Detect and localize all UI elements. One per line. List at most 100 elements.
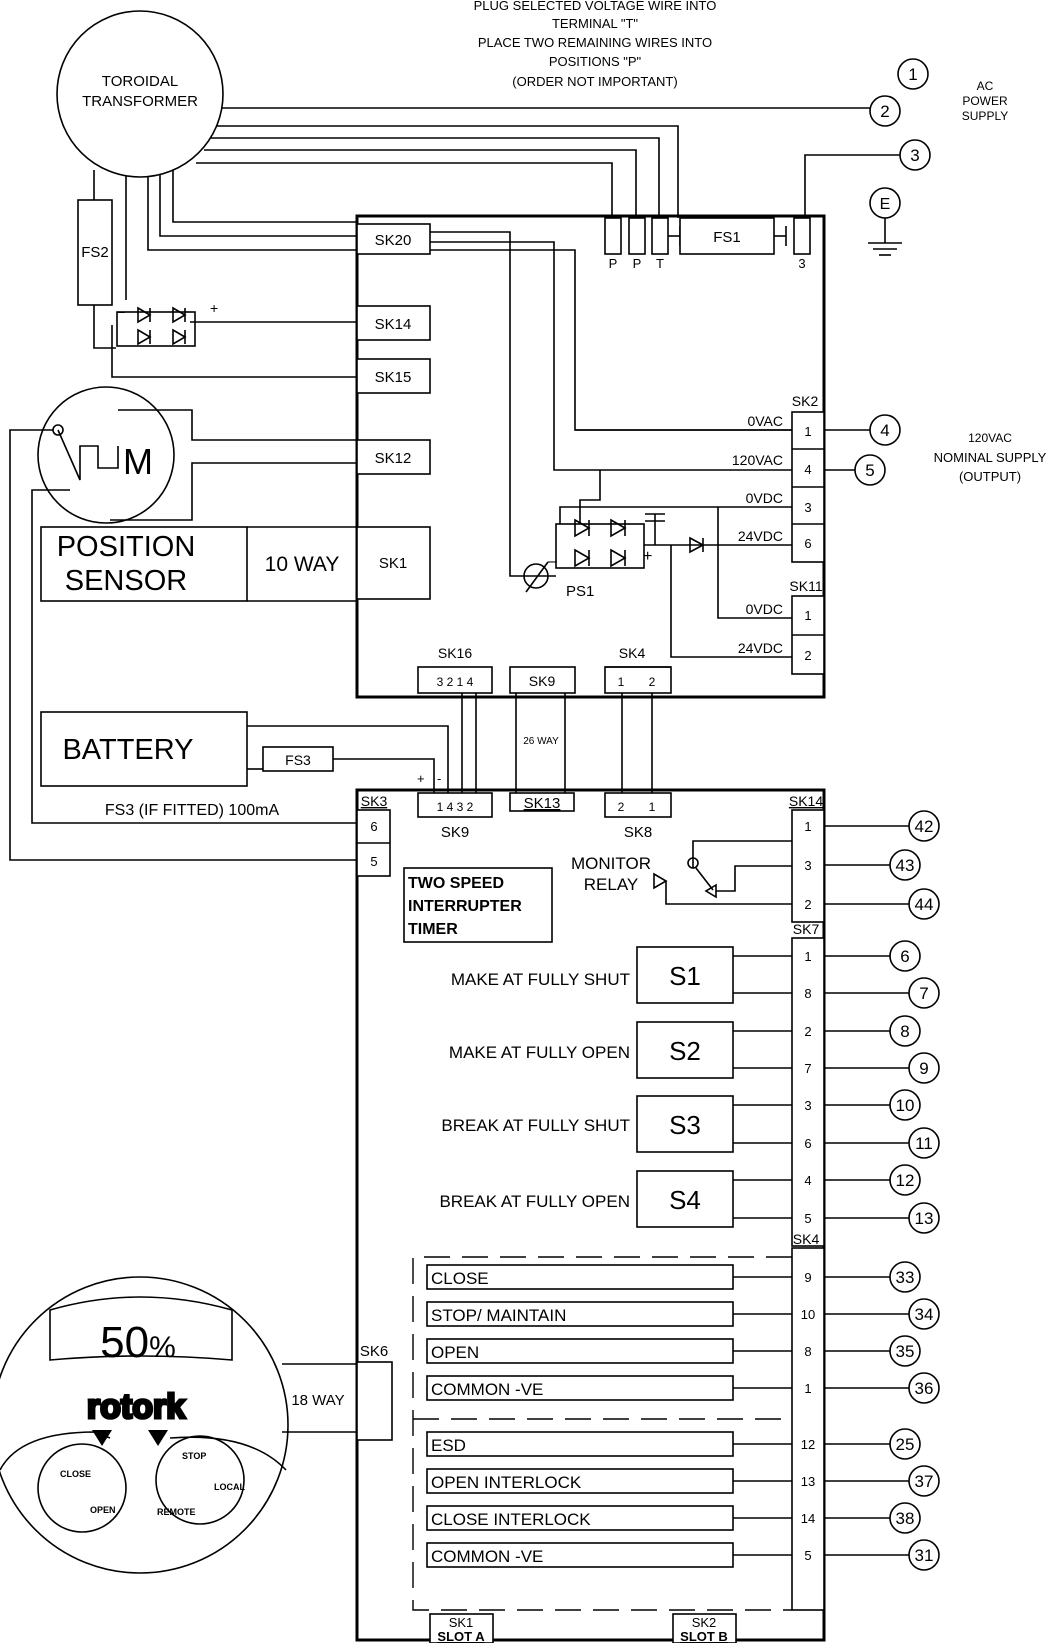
sk11-pin-1: 1: [804, 608, 811, 623]
position-sensor-label-2: SENSOR: [65, 565, 187, 597]
motor: M: [9, 386, 357, 861]
terminal-7: 7: [919, 984, 928, 1003]
sk7-pin-2: 2: [804, 1024, 811, 1039]
battery-label: BATTERY: [62, 734, 193, 766]
relay-label-2: RELAY: [584, 875, 639, 894]
battery-minus: -: [437, 771, 441, 786]
s2-description: MAKE AT FULLY OPEN: [449, 1043, 630, 1062]
timer-label-box: TWO SPEED INTERRUPTER TIMER: [403, 867, 553, 943]
terminal-12: 12: [896, 1171, 915, 1190]
rotork-logo: rotork: [87, 1388, 185, 1426]
left-indicator-icon: [92, 1430, 112, 1446]
ac-label-2: POWER: [962, 94, 1008, 108]
cable-26-way: 26 WAY: [523, 736, 559, 747]
sk11-24vdc: 24VDC: [738, 640, 783, 656]
terminal-5: 5: [865, 461, 874, 480]
switch-row-s2: MAKE AT FULLY OPEN S2 2 7: [449, 1021, 812, 1079]
board-left-connectors: SK20 SK14 SK15 SK12 SK1: [356, 223, 431, 600]
ac-label-3: SUPPLY: [962, 109, 1008, 123]
sk2-pin-1: 1: [804, 424, 811, 439]
sk14-pin-3: 3: [804, 858, 811, 873]
input-close-interlock-label: CLOSE INTERLOCK: [431, 1510, 591, 1529]
note-line-4: POSITIONS "P": [549, 54, 642, 69]
knob-close-label: CLOSE: [60, 1469, 91, 1479]
sk2-pin-6: 6: [804, 536, 811, 551]
transformer-label-1: TOROIDAL: [102, 73, 178, 90]
terminal-11: 11: [915, 1134, 933, 1153]
terminal-t: T: [656, 256, 664, 271]
input-common-2-label: COMMON -VE: [431, 1547, 543, 1566]
terminal-36: 36: [915, 1379, 934, 1398]
ac-power-terminals: 1 2 3: [869, 58, 931, 171]
sk2-0vac: 0VAC: [747, 413, 783, 429]
s1-description: MAKE AT FULLY SHUT: [451, 970, 630, 989]
battery: BATTERY FS3 + - FS3 (IF FITTED) 100mA: [40, 711, 449, 819]
input-row-common-1: COMMON -VE 1: [426, 1375, 812, 1401]
input-row-open: OPEN 8: [426, 1338, 812, 1364]
terminal-43: 43: [896, 856, 915, 875]
terminal-44: 44: [915, 895, 934, 914]
sk7-pin-8: 8: [804, 986, 811, 1001]
right-indicator-icon: [148, 1430, 168, 1446]
selector-knob-local-remote[interactable]: STOP LOCAL REMOTE: [155, 1435, 245, 1525]
timer-top-connectors: 1 4 3 2 SK9 SK13 2 1 SK8: [417, 792, 672, 841]
switch-terminals: 6 7 8 9 10 11 12 13: [824, 940, 940, 1234]
s2-label: S2: [669, 1036, 701, 1066]
sk4-pin-14: 14: [801, 1511, 815, 1526]
sk4-pin-1: 1: [618, 675, 625, 689]
terminal-4: 4: [880, 421, 889, 440]
sk4-pin-2: 2: [649, 675, 656, 689]
input-row-open-interlock: OPEN INTERLOCK 13: [426, 1468, 815, 1494]
sk9-pins: 1 4 3 2: [437, 800, 474, 814]
connector-sk11: SK11 1 2 0VDC 24VDC: [670, 507, 825, 675]
connector-sk14: SK14 1 3 2 42 43 44: [789, 793, 940, 923]
input-row-stop: STOP/ MAINTAIN 10: [426, 1301, 815, 1327]
terminal-35: 35: [896, 1342, 915, 1361]
terminal-33: 33: [896, 1268, 915, 1287]
sk14-pin-1: 1: [804, 819, 811, 834]
s4-label: S4: [669, 1185, 701, 1215]
s3-description: BREAK AT FULLY SHUT: [441, 1116, 630, 1135]
note-line-3: PLACE TWO REMAINING WIRES INTO: [478, 35, 712, 50]
sk7-label: SK7: [793, 921, 820, 937]
ac-label-1: AC: [977, 79, 994, 93]
motor-label: M: [123, 441, 153, 482]
sk11-label: SK11: [789, 578, 822, 594]
ac-power-label: AC POWER SUPPLY: [962, 79, 1008, 123]
sk3-label: SK3: [361, 793, 388, 809]
sk7-pin-7: 7: [804, 1061, 811, 1076]
sk8-label: SK8: [624, 824, 652, 841]
terminal-p2: P: [633, 256, 642, 271]
input-row-close-interlock: CLOSE INTERLOCK 14: [426, 1505, 815, 1531]
terminal-13: 13: [915, 1209, 934, 1228]
toroidal-transformer: TOROIDAL TRANSFORMER: [56, 10, 224, 178]
sk6-label: SK6: [360, 1343, 388, 1360]
sk4-pin-12: 12: [801, 1437, 815, 1452]
supply-output-terminals: 4 5 120VAC NOMINAL SUPPLY (OUTPUT): [824, 414, 1047, 486]
s3-label: S3: [669, 1110, 701, 1140]
sk2-label: SK2: [792, 393, 819, 409]
sk4-pin-13: 13: [801, 1474, 815, 1489]
sk2-120vac: 120VAC: [732, 452, 783, 468]
connector-sk3: SK3 6 5: [356, 793, 391, 877]
slot-b-label: SLOT B: [680, 1629, 728, 1643]
sk2-24vdc: 24VDC: [738, 528, 783, 544]
sk7-pin-1: 1: [804, 949, 811, 964]
selector-knob-close-open[interactable]: CLOSE OPEN: [37, 1443, 127, 1533]
sk8-pin-2: 2: [618, 800, 625, 814]
rotork-display-unit: 50% rotork CLOSE OPEN STOP LOCAL REMOTE: [0, 1276, 289, 1574]
terminal-6: 6: [900, 947, 909, 966]
transformer-label-2: TRANSFORMER: [82, 93, 198, 110]
knob-open-label: OPEN: [90, 1505, 116, 1515]
terminal-1: 1: [908, 65, 917, 84]
sk7-pin-3: 3: [804, 1098, 811, 1113]
rect-small-minus: –: [117, 303, 125, 319]
input-stop-label: STOP/ MAINTAIN: [431, 1306, 566, 1325]
input-close-label: CLOSE: [431, 1269, 489, 1288]
sk15-label: SK15: [375, 369, 412, 386]
sk14-top-label: SK14: [375, 316, 412, 333]
position-sensor: POSITION SENSOR 10 WAY: [40, 526, 357, 602]
sk2-0vdc: 0VDC: [746, 490, 783, 506]
switch-row-s3: BREAK AT FULLY SHUT S3 3 6: [441, 1095, 812, 1153]
